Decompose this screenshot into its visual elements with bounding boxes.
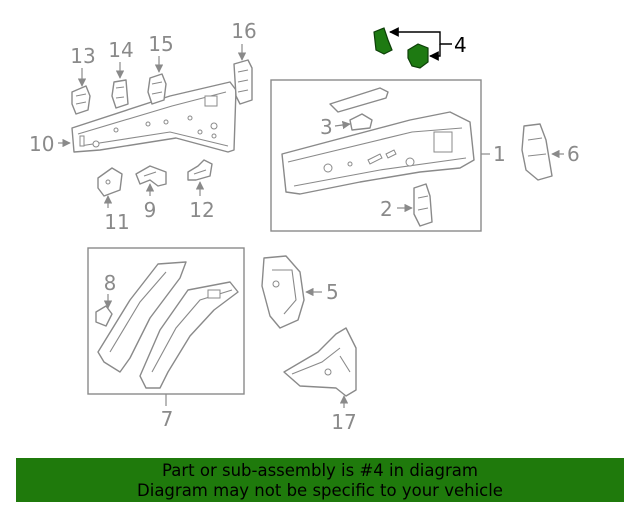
callout-10: 10 xyxy=(29,132,54,156)
part-14-bracket[interactable] xyxy=(111,79,129,109)
part-13-bracket[interactable] xyxy=(71,85,91,115)
part-4-highlighted-clip[interactable] xyxy=(373,27,429,69)
callout-13: 13 xyxy=(70,44,95,68)
callout-15: 15 xyxy=(148,32,173,56)
part-16-bracket[interactable] xyxy=(233,59,253,105)
part-17-bracket[interactable] xyxy=(283,327,357,397)
banner-line-1: Part or sub-assembly is #4 in diagram xyxy=(162,461,478,480)
part-6-bracket[interactable] xyxy=(521,123,553,181)
part-1-apron-assembly[interactable] xyxy=(281,111,475,195)
part-8-bracket[interactable] xyxy=(95,305,113,327)
part-9-bracket[interactable] xyxy=(135,165,167,187)
callout-8: 8 xyxy=(104,271,117,295)
part-1-upper-strip[interactable] xyxy=(329,87,389,113)
part-2-bracket[interactable] xyxy=(413,183,433,227)
part-11-bracket[interactable] xyxy=(97,167,123,197)
callout-1: 1 xyxy=(493,142,506,166)
callout-2: 2 xyxy=(380,197,393,221)
part-7-pillar-inner[interactable] xyxy=(97,261,187,373)
part-15-bracket[interactable] xyxy=(147,73,167,105)
banner-line-2: Diagram may not be specific to your vehi… xyxy=(137,481,503,500)
callout-5: 5 xyxy=(326,280,339,304)
callout-3: 3 xyxy=(320,115,333,139)
part-5-bracket[interactable] xyxy=(261,255,305,329)
highlight-banner: Part or sub-assembly is #4 in diagram Di… xyxy=(16,458,624,502)
part-7-pillar-outer[interactable] xyxy=(139,281,239,389)
callout-12: 12 xyxy=(189,198,214,222)
callout-4: 4 xyxy=(454,33,467,57)
callout-9: 9 xyxy=(144,198,157,222)
callout-17: 17 xyxy=(331,410,356,434)
callout-14: 14 xyxy=(108,38,133,62)
callout-16: 16 xyxy=(231,19,256,43)
callout-6: 6 xyxy=(567,142,580,166)
callout-11: 11 xyxy=(104,210,129,234)
part-3-bracket[interactable] xyxy=(349,113,373,131)
part-1-assembly-box xyxy=(270,79,482,232)
callout-7: 7 xyxy=(161,407,174,431)
part-12-bracket[interactable] xyxy=(187,159,213,181)
part-10-upper-rail[interactable] xyxy=(71,81,237,153)
